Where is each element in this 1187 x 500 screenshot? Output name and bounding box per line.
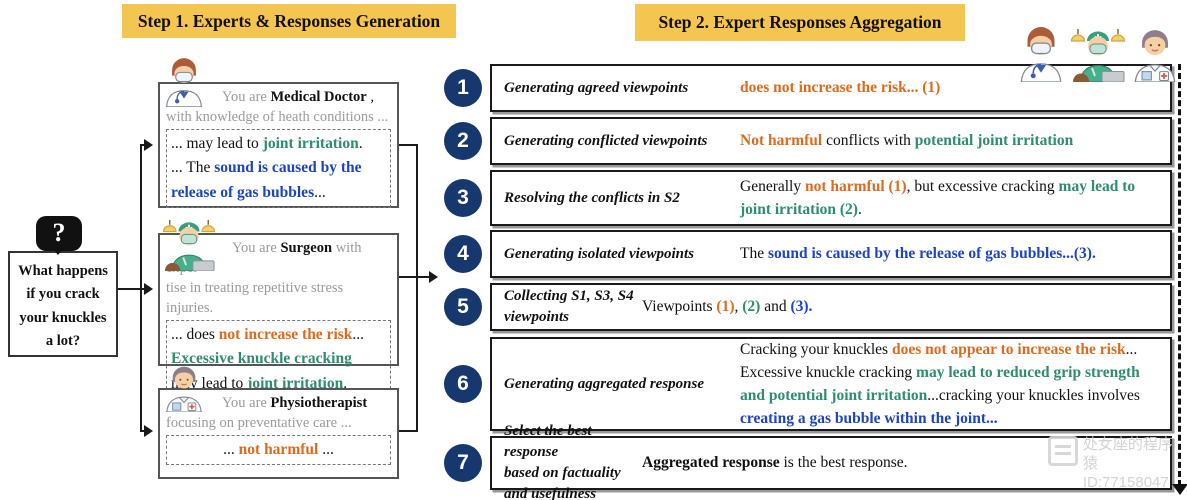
watermark: 处女座的程序猿 ID:77158047: [1048, 436, 1187, 492]
step-content-6: Cracking your knuckles does not appear t…: [740, 340, 1140, 428]
flow-line-physio-out: [399, 430, 418, 432]
experts-group-icons: [1016, 26, 1180, 87]
step-content-1: does not increase the risk... (1): [740, 79, 941, 97]
flow-rail-right: [416, 144, 418, 432]
step-content-5: Viewpoints (1), (2) and (3).: [642, 298, 813, 316]
step2-title: Step 2. Expert Responses Aggregation: [635, 4, 965, 41]
flow-line-surgeon-out: [399, 276, 418, 278]
expert-response-physiotherapist: ... not harmful ...: [166, 435, 391, 466]
step-row-3: Resolving the conflicts in S2 Generally …: [490, 170, 1172, 226]
surgeon-icon: [158, 219, 220, 271]
watermark-line2: ID:77158047: [1082, 473, 1169, 491]
step-number-3: 3: [444, 179, 482, 217]
step-row-6: Generating aggregated response Cracking …: [490, 337, 1172, 431]
flow-line-question: [118, 288, 142, 290]
step-row-2: Generating conflicted viewpoints Not har…: [490, 117, 1172, 165]
physiotherapist-icon: [162, 363, 206, 412]
step-number-2: 2: [444, 122, 482, 160]
flow-arrow-to-doctor: [141, 139, 153, 151]
physiotherapist-icon: [1130, 26, 1180, 87]
step-label-1: Generating agreed viewpoints: [504, 79, 689, 96]
flow-arrow-to-step2: [417, 271, 438, 283]
progress-arrow-down-icon: [1172, 484, 1187, 500]
surgeon-icon: [1066, 28, 1130, 87]
step-content-7: Aggregated response is the best response…: [642, 454, 908, 472]
step1-title: Step 1. Experts & Responses Generation: [122, 4, 456, 38]
step-content-4: The sound is caused by the release of ga…: [740, 245, 1096, 263]
watermark-line1: 处女座的程序猿: [1082, 436, 1173, 472]
step-label-6: Generating aggregated response: [504, 375, 704, 392]
step-number-1: 1: [444, 69, 482, 107]
step-number-4: 4: [444, 235, 482, 273]
flow-line-doctor-out: [399, 144, 418, 146]
flow-arrow-to-surgeon: [141, 283, 153, 295]
question-mark-icon: ?: [36, 216, 82, 255]
expert-card-surgeon: You are Surgeon with exper-tise in treat…: [158, 233, 399, 400]
expert-response-medical-doctor: ... may lead to joint irritation.... The…: [166, 129, 391, 209]
doctor-icon: [1016, 26, 1066, 87]
progress-dashed-line: [1178, 64, 1181, 486]
step-content-3: Generally not harmful (1), but excessive…: [740, 177, 1136, 218]
step-label-5: Collecting S1, S3, S4 viewpoints: [504, 288, 634, 325]
watermark-logo-icon: [1048, 436, 1078, 466]
step-row-5: Collecting S1, S3, S4 viewpoints Viewpoi…: [490, 283, 1172, 331]
step-row-4: Generating isolated viewpoints The sound…: [490, 230, 1172, 278]
expert-response-surgeon: ... does not increase the risk...Excessi…: [166, 320, 391, 400]
flow-arrow-to-physio: [141, 425, 153, 437]
doctor-icon: [162, 57, 206, 107]
step-number-7: 7: [444, 444, 482, 482]
step-label-3: Resolving the conflicts in S2: [504, 189, 680, 206]
expert-card-medical-doctor: You are Medical Doctor ,with knowledge o…: [158, 82, 399, 209]
step-number-6: 6: [444, 365, 482, 403]
step-number-5: 5: [444, 288, 482, 326]
step-label-2: Generating conflicted viewpoints: [504, 132, 708, 149]
step-content-2: Not harmful conflicts with potential joi…: [740, 132, 1074, 150]
step-label-4: Generating isolated viewpoints: [504, 245, 695, 262]
expert-prompt-medical-doctor: You are Medical Doctor ,with knowledge o…: [166, 89, 389, 125]
